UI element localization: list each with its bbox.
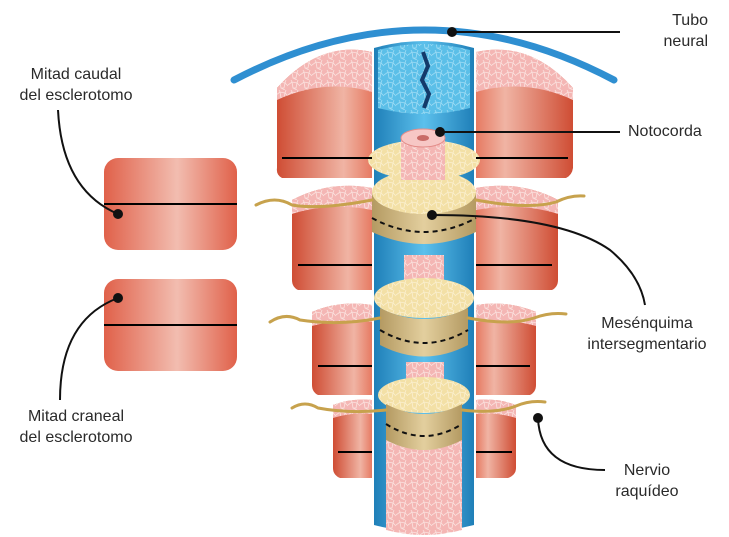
label-mitad-caudal-line2: del esclerotomo [0,85,152,106]
label-nervio: Nervio raquídeo [600,460,694,502]
caudal-half-block [104,158,237,250]
label-tubo-neural-line1: Tubo [630,10,708,31]
label-mitad-caudal: Mitad caudal del esclerotomo [0,64,152,106]
label-tubo-neural-line2: neural [630,31,708,52]
label-mitad-craneal-line1: Mitad craneal [0,406,152,427]
label-mesenquima-line2: intersegmentario [572,334,722,355]
label-mesenquima-line1: Mesénquima [572,313,722,334]
label-tubo-neural: Tubo neural [630,10,708,52]
label-nervio-line2: raquídeo [600,481,694,502]
label-mesenquima: Mesénquima intersegmentario [572,313,722,355]
label-notocorda: Notocorda [628,121,702,142]
label-mitad-craneal-line2: del esclerotomo [0,427,152,448]
label-mitad-craneal: Mitad craneal del esclerotomo [0,406,152,448]
label-mitad-caudal-line1: Mitad caudal [0,64,152,85]
label-nervio-line1: Nervio [600,460,694,481]
cranial-half-block [104,279,237,371]
label-notocorda-text: Notocorda [628,121,702,142]
right-sclerotome-stack [476,50,573,478]
left-sclerotome-stack [277,50,372,478]
